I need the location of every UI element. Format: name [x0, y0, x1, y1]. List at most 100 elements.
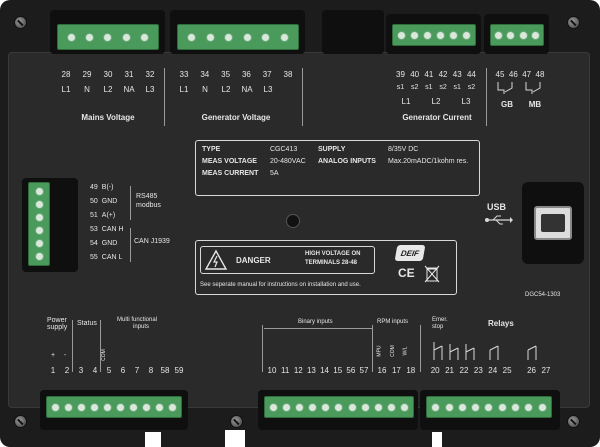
terminal-pin: [497, 402, 507, 412]
terminal-pin: [34, 239, 44, 248]
terminal-pin: [431, 402, 441, 412]
spec-meas-voltage-value: 20-480VAC: [270, 158, 306, 165]
manual-note: See seperate manual for instructions on …: [200, 282, 361, 288]
terminal-pin: [34, 252, 44, 261]
screw-icon: [230, 415, 243, 428]
io-terminal-left[interactable]: [46, 396, 182, 418]
relay-contacts-icon: [433, 342, 537, 360]
phase-label: L2: [431, 97, 441, 106]
terminal-pin: [462, 30, 471, 40]
terminal-pin: [537, 402, 547, 412]
terminal-number: 26: [527, 366, 536, 375]
screw-icon: [567, 415, 580, 428]
terminal-number: 57: [359, 366, 369, 375]
terminal-pin: [386, 402, 396, 412]
terminal-number: 29: [82, 70, 92, 79]
phase-label: L1: [179, 85, 189, 94]
io-terminal-right[interactable]: [426, 396, 552, 418]
spec-analog-value: Max.20mADC/1kohm res.: [388, 158, 469, 165]
ct-side-label: s1: [453, 84, 461, 91]
divider: [420, 325, 421, 372]
warning-triangle-icon: [204, 249, 228, 270]
generator-voltage-terminal[interactable]: [177, 24, 299, 50]
relay-contact-icon: [497, 82, 541, 94]
terminal-number: 20: [430, 366, 440, 375]
status-label: Status: [77, 320, 97, 327]
terminal-number: 24: [488, 366, 498, 375]
terminal-pin: [64, 402, 73, 412]
mains-voltage-title: Mains Voltage: [81, 113, 135, 122]
supply-label: supply: [47, 324, 68, 331]
terminal-number: 28: [61, 70, 71, 79]
terminal-pin: [224, 32, 234, 42]
terminal-number: 15: [333, 366, 343, 375]
terminal-number: 3: [78, 366, 84, 375]
terminal-pin: [334, 402, 344, 412]
phase-label: L1: [61, 85, 71, 94]
rpm-inputs-label: RPM inputs: [377, 319, 409, 325]
terminal-pin: [139, 32, 149, 42]
terminal-pin: [103, 32, 113, 42]
terminal-number: 6: [120, 366, 126, 375]
terminal-number: 44: [466, 70, 476, 79]
phase-label: L2: [221, 85, 231, 94]
danger-box: [195, 240, 457, 295]
mains-voltage-terminal[interactable]: [57, 24, 159, 50]
terminal-pin: [205, 32, 215, 42]
terminal-number: 50: [90, 198, 98, 205]
usb-port-socket: [541, 214, 565, 232]
terminal-number: 53: [90, 226, 98, 233]
terminal-pin: [90, 402, 99, 412]
terminal-pin: [34, 200, 44, 209]
terminal-pin: [85, 32, 95, 42]
model-code: DGC54-1303: [525, 292, 561, 298]
divider: [372, 325, 373, 372]
spec-type-value: CGC413: [270, 146, 298, 153]
terminal-number: 2: [64, 366, 70, 375]
terminal-number: 48: [535, 70, 545, 79]
terminal-pin: [67, 32, 77, 42]
terminal-pin: [530, 30, 540, 40]
terminal-number: 47: [522, 70, 532, 79]
multi-functional-label: Multi functional: [117, 317, 158, 323]
danger-title: DANGER: [236, 256, 271, 265]
terminal-number: 45: [495, 70, 505, 79]
ct-side-label: s1: [396, 84, 405, 91]
bottom-left-numbers: 1 2 3 4 5 6 7 8 58 59: [47, 366, 185, 375]
screw-icon: [567, 16, 580, 29]
generator-phase-labels: L1 N L2 NA L3: [176, 85, 276, 94]
terminal-pin: [347, 402, 357, 412]
terminal-pin: [168, 402, 177, 412]
terminal-number: 10: [267, 366, 277, 375]
terminal-pin: [449, 30, 458, 40]
terminal-pin: [34, 226, 44, 235]
breaker-relay-terminal[interactable]: [490, 24, 544, 46]
terminal-pin: [142, 402, 151, 412]
terminal-number: 11: [280, 366, 290, 375]
terminal-number: 33: [179, 70, 189, 79]
terminal-pin: [261, 32, 271, 42]
signal-label: A(+): [101, 212, 116, 219]
phase-label: L3: [263, 85, 273, 94]
plus-sign: +: [51, 352, 56, 359]
io-terminal-middle[interactable]: [264, 396, 414, 418]
mains-phase-labels: L1 N L2 NA L3: [58, 85, 158, 94]
terminal-number: 37: [262, 70, 272, 79]
phase-label: NA: [123, 85, 135, 94]
terminal-number: 49: [90, 184, 98, 191]
divider: [100, 320, 101, 372]
bottom-right-numbers: 16 17 18 20 21 22 23 24 25 26 27: [376, 366, 552, 375]
generator-current-terminal[interactable]: [392, 24, 476, 46]
modbus-label: modbus: [136, 202, 161, 209]
terminal-pin: [308, 402, 318, 412]
generator-voltage-title: Generator Voltage: [201, 113, 271, 122]
terminal-number: 16: [377, 366, 387, 375]
rs485-label: RS485: [136, 193, 158, 200]
terminal-pin: [155, 402, 164, 412]
phase-label: N: [202, 85, 208, 94]
stop-label: stop: [432, 324, 444, 330]
comm-terminal[interactable]: [28, 182, 50, 266]
